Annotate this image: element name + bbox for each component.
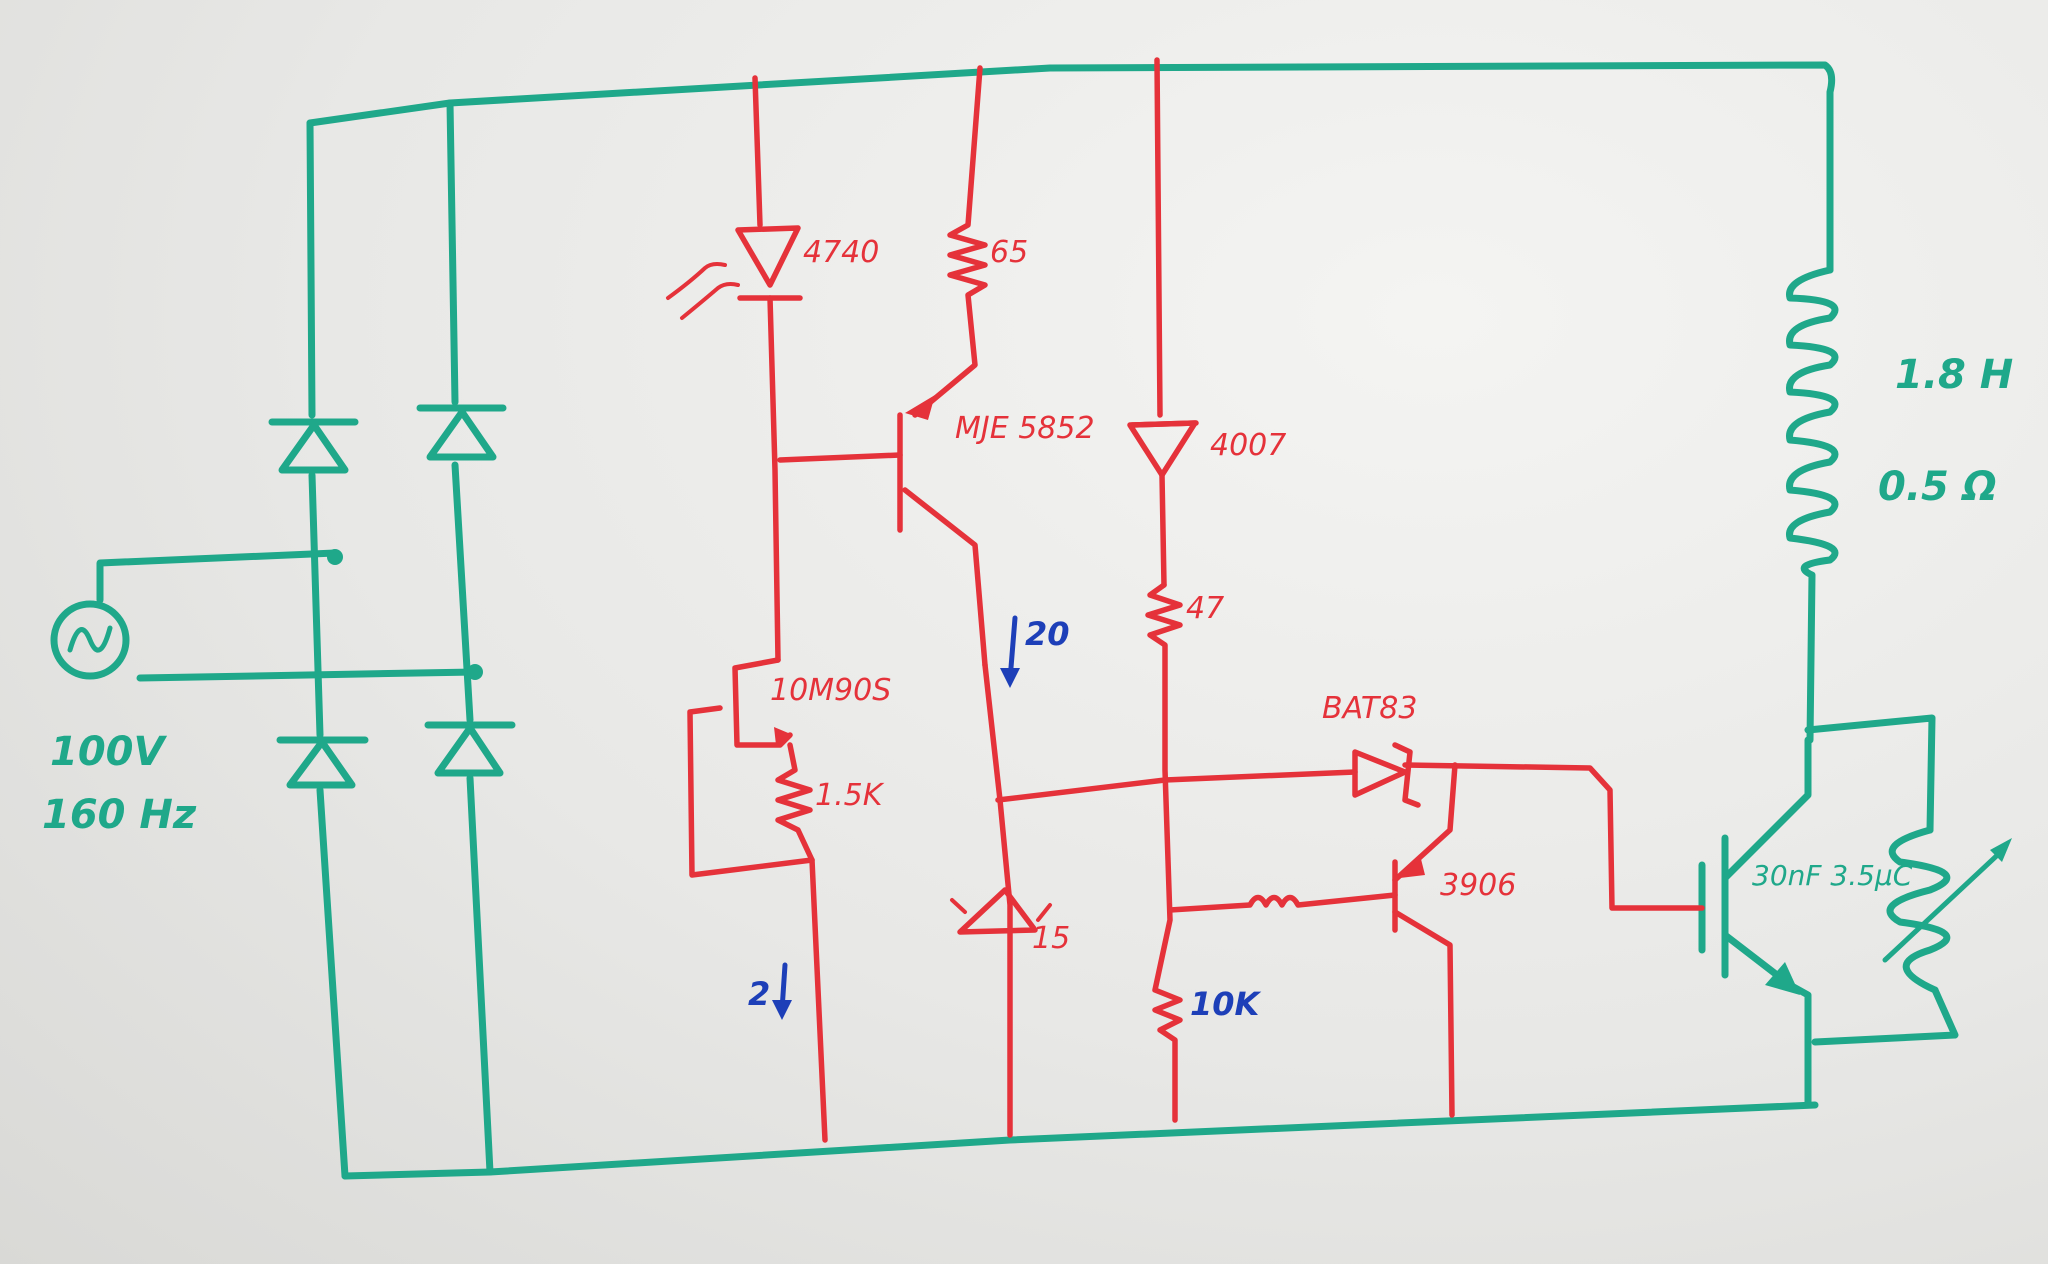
green-wiring xyxy=(96,61,1836,1180)
gate-drive-wire xyxy=(1402,762,1705,911)
resistor-65 xyxy=(912,65,988,418)
collector-current-label: 20 xyxy=(1025,615,1070,653)
resistor-47-label: 47 xyxy=(1186,591,1224,626)
bridge-diode xyxy=(416,404,507,461)
junction-dot xyxy=(327,549,343,565)
current-arrow-icon xyxy=(772,962,792,1020)
regulator-10m90s xyxy=(687,657,828,1143)
bridge-right-leg xyxy=(446,99,494,1176)
ac-source-icon xyxy=(50,600,130,680)
pnp-transistor-icon xyxy=(777,395,988,668)
bridge-diode xyxy=(424,721,516,777)
resistor-10k-label: 10K xyxy=(1190,985,1262,1023)
bridge-diode xyxy=(276,736,369,789)
small-pnp-transistor-icon xyxy=(1167,762,1458,1118)
control-node-wire xyxy=(995,769,1358,803)
ac-wire-bottom xyxy=(136,668,479,682)
led-branch xyxy=(735,75,803,663)
resistor-1k5-label: 1.5K xyxy=(815,778,885,813)
bridge-left-leg xyxy=(306,119,349,1180)
source-voltage-label: 100V xyxy=(50,729,167,775)
zener-diode-icon xyxy=(950,662,1052,1138)
regulator-label: 10M90S xyxy=(770,673,891,708)
regulator-current-label: 2 xyxy=(748,975,770,1013)
bottom-rail xyxy=(341,1101,1819,1180)
current-arrow-icon xyxy=(1000,615,1020,688)
coil-inductance-label: 1.8 H xyxy=(1895,352,2013,398)
bridge-diode xyxy=(268,418,359,474)
junction-dot xyxy=(467,664,483,680)
top-rail xyxy=(306,61,1836,274)
resistor-47 xyxy=(1145,582,1183,1123)
led-emission-icon xyxy=(666,262,740,320)
source-frequency-label: 160 Hz xyxy=(42,792,197,838)
small-pnp-label: 3906 xyxy=(1440,868,1516,903)
coil-icon xyxy=(1786,266,1839,744)
resistor-65-label: 65 xyxy=(990,235,1028,270)
snubber-loop xyxy=(1804,714,1959,1046)
schottky-diode-icon xyxy=(1352,742,1421,808)
led-label: 4740 xyxy=(803,235,879,270)
diode-4007-label: 4007 xyxy=(1210,428,1286,463)
ac-wire-top xyxy=(96,549,339,604)
transistor-label: MJE 5852 xyxy=(955,411,1095,446)
schottky-label: BAT83 xyxy=(1322,691,1417,726)
coil-resistance-label: 0.5 Ω xyxy=(1878,464,1997,510)
zener-label: 15 xyxy=(1032,921,1070,956)
igbt-capacitance-label: 30nF 3.5μC xyxy=(1752,859,1913,892)
varistor-icon xyxy=(1882,826,2012,994)
diode-4007-icon xyxy=(1127,57,1199,588)
igbt-transistor-icon xyxy=(1698,736,1812,1109)
